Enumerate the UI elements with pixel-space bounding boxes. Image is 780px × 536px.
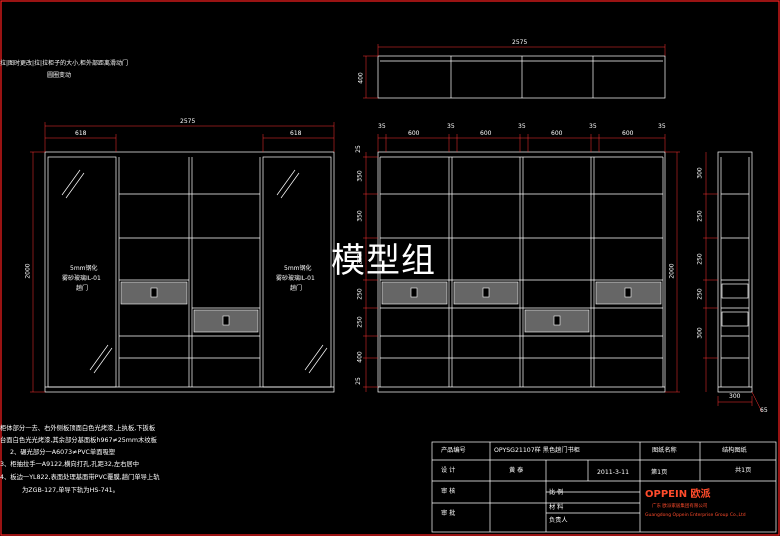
fr-dim-top-0: 35	[378, 123, 386, 130]
front-left-door-right-dim: 618	[290, 130, 302, 137]
side-view-dims	[703, 152, 763, 413]
note-line-2: 2、碾光部分一A6073≠PVC单面吸塑	[10, 449, 116, 456]
company-cn: 广东 欧派家居集团有限公司	[652, 504, 708, 509]
side-dim-3: 250	[696, 288, 704, 300]
glass-label-right-1: 5mm钢化	[284, 265, 312, 272]
glass-label-left-2: 雾砂玻璃IL-01	[62, 275, 101, 282]
front-left-width-dim: 2575	[180, 118, 196, 125]
front-left-drawers	[120, 281, 259, 333]
tb-drawing-name: 结构图纸	[722, 447, 747, 454]
brand-logo: OPPEIN 欧派	[645, 489, 711, 500]
note-line-5: 为ZGB-127,单导下轨为HS-741。	[22, 487, 119, 494]
fr-dim-top-7: 600	[622, 130, 634, 137]
glass-label-right-3: 趟门	[290, 285, 303, 292]
top-view-dims	[363, 44, 666, 99]
side-bottom-dim: 300	[729, 393, 741, 400]
tb-check-label: 审 核	[441, 488, 456, 495]
fr-dim-left-6: 400	[356, 351, 364, 363]
side-bottom-dim2: 65	[760, 407, 768, 414]
fr-dim-top-1: 600	[408, 130, 420, 137]
tb-product-no-label: 产品编号	[441, 447, 466, 454]
fr-dim-top-2: 35	[447, 123, 455, 130]
front-left-dims	[30, 122, 335, 393]
company-en: Guangdong Oppein Enterprise Group Co.,Lt…	[645, 513, 746, 518]
tb-scale-label: 比 例	[549, 489, 564, 496]
fr-dim-left-2: 350	[356, 210, 364, 222]
front-right-drawers	[381, 281, 662, 333]
fr-dim-top-3: 600	[480, 130, 492, 137]
fr-dim-top-6: 35	[589, 123, 597, 130]
fr-dim-left-4: 250	[356, 288, 364, 300]
top-view	[377, 55, 666, 99]
fr-dim-top-4: 35	[518, 123, 526, 130]
side-dim-0: 300	[696, 167, 704, 179]
watermark: 模型组	[331, 241, 436, 281]
front-left-height-dim: 2000	[24, 263, 32, 279]
front-right-dims	[363, 134, 680, 393]
tb-material-label: 材 料	[549, 504, 564, 511]
fr-dim-top-8: 35	[658, 123, 666, 130]
front-left-view	[44, 151, 335, 393]
note-line-0: 柜体部分一去、右外侧板顶面白色光烤漆,上执板,下扳板	[0, 425, 156, 432]
fr-dim-left-1: 350	[356, 170, 364, 182]
side-dim-4: 300	[696, 327, 704, 339]
side-view	[717, 151, 753, 393]
tb-drawing-name-label: 图纸名称	[652, 447, 677, 454]
title-block	[431, 441, 777, 533]
glass-label-left-3: 趟门	[76, 285, 89, 292]
fr-total-height-dim: 2000	[668, 263, 676, 279]
glass-label-left-1: 5mm钢化	[70, 265, 98, 272]
note-line-1: 台面白色光光烤漆,其余部分基面板h967≠25mm木纹板	[0, 437, 157, 444]
front-right-view	[377, 151, 666, 393]
side-dim-1: 250	[696, 210, 704, 222]
fr-dim-left-7: 25	[354, 377, 362, 385]
fr-dim-left-0: 25	[354, 145, 362, 153]
tb-total-pages: 共1页	[735, 467, 752, 474]
tb-product-no: OPYSG21107样 黑色趟门书柜	[494, 447, 580, 454]
tb-page: 第1页	[651, 469, 668, 476]
tb-designer: 黄 泰	[509, 467, 524, 474]
front-left-door-left-dim: 618	[75, 130, 87, 137]
fr-dim-top-5: 600	[551, 130, 563, 137]
note-line-3: 3、柜抽拉手一A9122,横向打孔,孔距32,左右居中	[0, 461, 140, 468]
top-width-dim: 2575	[512, 39, 528, 46]
tb-person-label: 负责人	[549, 517, 568, 524]
top-note-line1: 拉|图时更改|拉|拉柜子的大小,柜外部距离滑动门	[0, 60, 128, 67]
tb-date: 2011-3-11	[597, 469, 630, 476]
note-line-4: 4、板边一YL822,表面处理基面带PVC覆膜,趟门单导上轨	[0, 474, 160, 481]
top-note-line2: 圆圈变动	[47, 72, 72, 79]
fr-dim-left-5: 250	[356, 316, 364, 328]
glass-label-right-2: 雾砂玻璃IL-01	[276, 275, 315, 282]
tb-approve-label: 审 批	[441, 510, 456, 517]
top-height-dim: 400	[357, 72, 365, 84]
tb-design-label: 设 计	[441, 467, 456, 474]
side-dim-2: 250	[696, 253, 704, 265]
